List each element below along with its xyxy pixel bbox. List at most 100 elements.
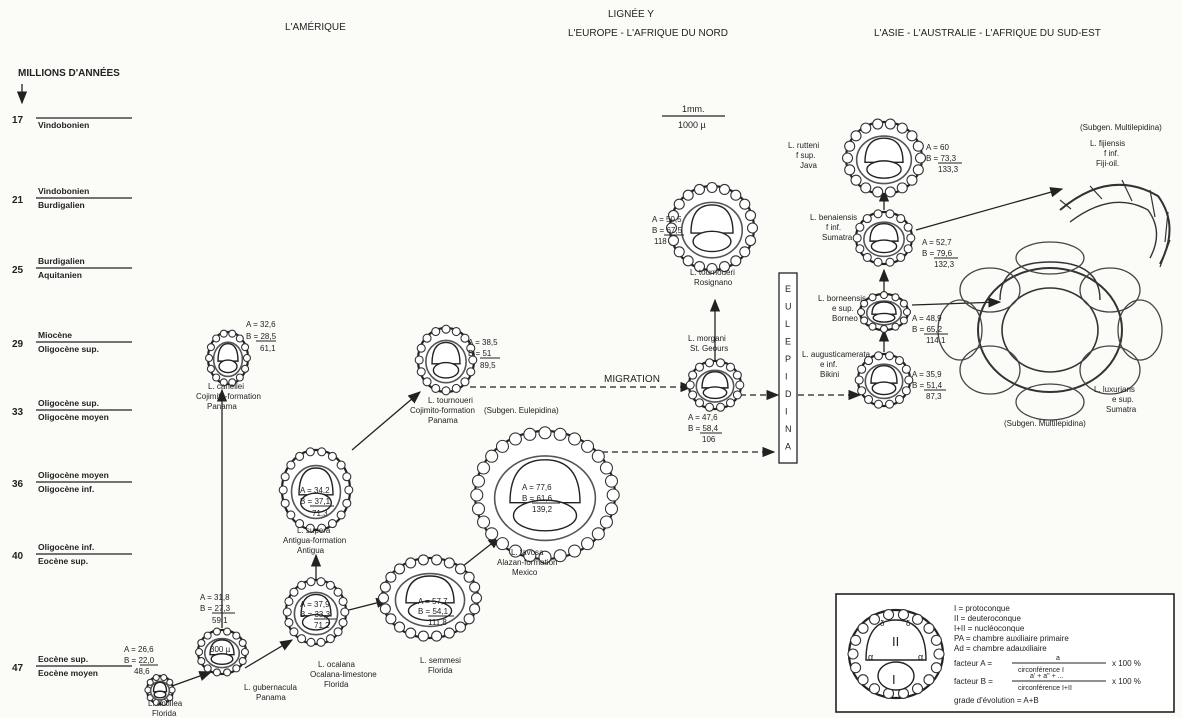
svg-text:B = 51: B = 51: [468, 349, 492, 358]
svg-text:L. ocalana: L. ocalana: [318, 660, 355, 669]
svg-text:δ: δ: [906, 619, 911, 628]
america-header: L'AMÉRIQUE: [285, 20, 346, 33]
timescale-period-bottom: Oligocène inf.: [38, 484, 94, 494]
legend-line-2: II = deuteroconque: [954, 614, 1021, 623]
svg-text:circonférence I+II: circonférence I+II: [1018, 685, 1072, 692]
timescale-age: 40: [12, 551, 24, 562]
timescale-age: 36: [12, 479, 24, 490]
timescale-period-top: Oligocène moyen: [38, 470, 109, 480]
legend-factor-a: facteur A =: [954, 659, 992, 668]
timescale-age: 47: [12, 663, 24, 674]
svg-text:Cojimito-formation: Cojimito-formation: [410, 406, 475, 415]
asia-header: L'ASIE - L'AUSTRALIE - L'AFRIQUE DU SUD-…: [874, 28, 1101, 39]
svg-text:A = 37,9: A = 37,9: [300, 600, 330, 609]
scale-bar: 1mm. 1000 µ: [662, 104, 725, 130]
timescale-period-top: Miocène: [38, 330, 72, 340]
species-fijiensis: (Subgen. Multilepidina) L. fijiensis f i…: [1080, 123, 1162, 168]
svg-text:L. augusticamerata: L. augusticamerata: [802, 350, 871, 359]
svg-text:A = 52,7: A = 52,7: [922, 238, 952, 247]
timescale-period-top: Vindobonien: [38, 186, 89, 196]
fossil-fijiensis: [1060, 180, 1170, 267]
legend-factor-b: facteur B =: [954, 677, 993, 686]
svg-text:B = 67,5: B = 67,5: [652, 226, 683, 235]
fossil-rutteni: [843, 119, 926, 197]
europe-header: L'EUROPE - L'AFRIQUE DU NORD: [568, 28, 728, 39]
eulepidina-letter: E: [785, 284, 791, 294]
svg-text:L. semmesi: L. semmesi: [420, 656, 461, 665]
svg-text:300 µ: 300 µ: [210, 645, 231, 654]
svg-text:Sumatra: Sumatra: [1106, 405, 1137, 414]
svg-text:Bikini: Bikini: [820, 370, 839, 379]
timescale-period-bottom: Aquitanien: [38, 270, 82, 280]
legend-line-3: I+II = nucléoconque: [954, 624, 1025, 633]
legend-line-4: PA = chambre auxiliaire primaire: [954, 634, 1069, 643]
timescale-period-bottom: Eocène moyen: [38, 668, 98, 678]
timescale-period-bottom: Vindobonien: [38, 120, 89, 130]
svg-text:e sup.: e sup.: [1112, 395, 1134, 404]
svg-text:Florida: Florida: [324, 680, 349, 689]
timescale-period-top: Oligocène sup.: [38, 398, 99, 408]
legend-grade: grade d'évolution = A+B: [954, 696, 1039, 705]
fossil-canellei: [206, 330, 251, 386]
svg-text:(Subgen. Multilepidina): (Subgen. Multilepidina): [1080, 123, 1162, 132]
legend-box: II I α α δ δ I = protoconque II = deuter…: [836, 594, 1174, 712]
svg-text:Antigua-formation: Antigua-formation: [283, 536, 346, 545]
svg-text:e sup.: e sup.: [832, 304, 854, 313]
svg-text:A = 57,7: A = 57,7: [418, 597, 448, 606]
svg-text:II: II: [892, 634, 899, 649]
svg-text:B = 51,4: B = 51,4: [912, 381, 943, 390]
svg-text:a: a: [1056, 655, 1060, 662]
species-gubernacula: A = 31,8 B = 27,3 59,1 300 µ L. gubernac…: [200, 593, 297, 702]
svg-text:B = 33,3: B = 33,3: [300, 610, 331, 619]
timescale-age: 25: [12, 265, 24, 276]
eulepidina-letter: I: [785, 407, 788, 417]
svg-text:B = 79,6: B = 79,6: [922, 249, 953, 258]
svg-text:B = 54,1: B = 54,1: [418, 607, 449, 616]
species-luxurians: L. luxurians e sup. Sumatra (Subgen. Mul…: [1004, 385, 1137, 428]
svg-text:L. fijiensis: L. fijiensis: [1090, 139, 1125, 148]
timescale-age: 21: [12, 195, 24, 206]
eulepidina-letter: I: [785, 372, 788, 382]
svg-text:71,2: 71,2: [314, 621, 330, 630]
svg-text:106: 106: [702, 435, 716, 444]
timescale-age: 33: [12, 407, 24, 418]
svg-text:L. tournoueri: L. tournoueri: [690, 268, 735, 277]
svg-text:87,3: 87,3: [926, 392, 942, 401]
eulepidina-letter: L: [785, 319, 790, 329]
svg-text:Fiji-oil.: Fiji-oil.: [1096, 159, 1119, 168]
svg-text:f inf.: f inf.: [1104, 149, 1119, 158]
svg-text:L. morgani: L. morgani: [688, 334, 726, 343]
svg-text:A = 60: A = 60: [926, 143, 949, 152]
svg-text:Mexico: Mexico: [512, 568, 538, 577]
svg-text:118: 118: [654, 237, 667, 246]
svg-text:A = 26,6: A = 26,6: [124, 645, 154, 654]
svg-text:48,6: 48,6: [134, 667, 150, 676]
svg-text:A = 38,5: A = 38,5: [468, 338, 498, 347]
svg-text:A = 50,5: A = 50,5: [652, 215, 682, 224]
svg-text:L. borneensis: L. borneensis: [818, 294, 866, 303]
eulepidina-letter: E: [785, 337, 791, 347]
svg-text:L. rutteni: L. rutteni: [788, 141, 819, 150]
svg-text:Ocalana-limestone: Ocalana-limestone: [310, 670, 377, 679]
svg-text:A = 35,9: A = 35,9: [912, 370, 942, 379]
svg-text:Antigua: Antigua: [297, 546, 325, 555]
timescale-period-bottom: Burdigalien: [38, 200, 85, 210]
svg-text:L. favosa: L. favosa: [511, 548, 544, 557]
svg-text:L. antillea: L. antillea: [148, 699, 183, 708]
svg-text:Cojimito-formation: Cojimito-formation: [196, 392, 261, 401]
svg-text:f sup.: f sup.: [796, 151, 816, 160]
svg-text:L. tournoueri: L. tournoueri: [428, 396, 473, 405]
svg-text:(Subgen. Multilepidina): (Subgen. Multilepidina): [1004, 419, 1086, 428]
svg-text:B = 22,0: B = 22,0: [124, 656, 155, 665]
svg-text:B = 28,5: B = 28,5: [246, 332, 277, 341]
eulepidina-letter: N: [785, 424, 792, 434]
svg-text:B = 27,3: B = 27,3: [200, 604, 231, 613]
timescale-age: 29: [12, 339, 24, 350]
